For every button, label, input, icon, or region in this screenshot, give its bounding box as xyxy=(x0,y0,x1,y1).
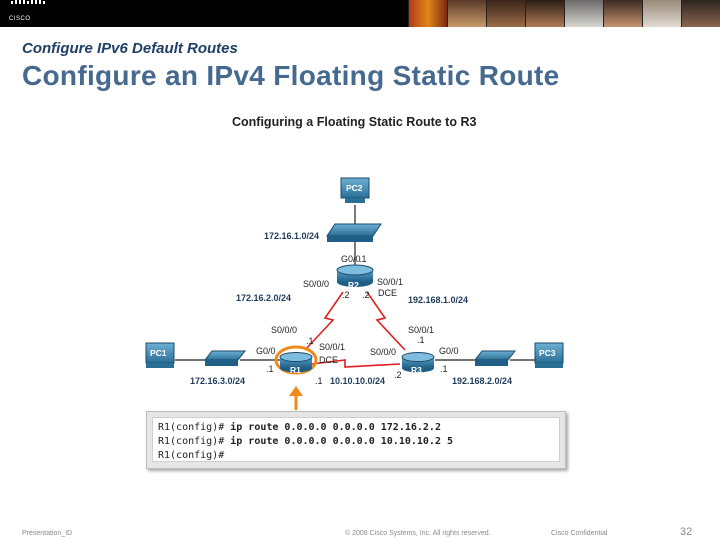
r3-s000-label: S0/0/0 xyxy=(370,347,396,357)
pc1-label: PC1 xyxy=(150,348,167,358)
pc3-icon: PC3 xyxy=(534,342,564,368)
r2-router-icon: R2 xyxy=(336,264,374,290)
net-label-pc3: 192.168.2.0/24 xyxy=(452,376,512,386)
r1-s000-label: S0/0/0 xyxy=(271,325,297,335)
net-label-pc2: 172.16.1.0/24 xyxy=(264,231,319,241)
r3-s001-label: S0/0/1 xyxy=(408,325,434,335)
cli-output: R1(config)# ip route 0.0.0.0 0.0.0.0 172… xyxy=(152,417,560,462)
r1-g00-label: G0/0 xyxy=(256,346,276,356)
r2-s001-label: S0/0/1 xyxy=(377,277,403,287)
net-label-r1-r2: 172.16.2.0/24 xyxy=(236,293,291,303)
cisco-logo: CISCO xyxy=(9,0,45,24)
r1-router-icon: R1 xyxy=(274,345,318,375)
slide-subtitle: Configure IPv6 Default Routes xyxy=(22,40,238,57)
cli-prompt: R1(config)# xyxy=(158,450,225,461)
pc3-label: PC3 xyxy=(539,348,556,358)
r2-s000-host: .2 xyxy=(342,290,350,300)
serial-link-r2-r3 xyxy=(366,291,406,351)
r2-g00-host: .1 xyxy=(359,254,367,264)
r2-s000-label: S0/0/0 xyxy=(303,279,329,289)
diagram-title: Configuring a Floating Static Route to R… xyxy=(232,115,477,129)
net-label-r2-r3: 192.168.1.0/24 xyxy=(408,295,468,305)
r2-dce-label: DCE xyxy=(378,288,397,298)
serial-link-r1-r3 xyxy=(311,359,401,368)
cli-line: R1(config)# xyxy=(158,450,224,461)
photo-banner xyxy=(408,0,720,27)
r3-g00-host: .1 xyxy=(440,364,448,374)
footer-copyright: © 2008 Cisco Systems, Inc. All rights re… xyxy=(345,530,491,537)
switch-left-icon xyxy=(203,350,247,366)
r3-router-icon: R3 xyxy=(401,352,435,375)
footer-confidential: Cisco Confidential xyxy=(551,530,608,537)
arrow-icon xyxy=(289,386,303,410)
r2-s001-host: .2 xyxy=(362,290,370,300)
footer-presentation-id: Presentation_ID xyxy=(22,530,73,537)
pc2-label: PC2 xyxy=(346,183,363,193)
pc1-icon: PC1 xyxy=(145,342,175,368)
cli-prompt: R1(config)# xyxy=(158,422,231,433)
header-bar: CISCO xyxy=(0,0,720,27)
cli-prompt: R1(config)# xyxy=(158,436,231,447)
r3-s000-host: .2 xyxy=(394,370,402,380)
pc2-icon: PC2 xyxy=(340,177,370,203)
r2-g00-label: G0/0 xyxy=(341,254,361,264)
cli-command: ip route 0.0.0.0 0.0.0.0 172.16.2.2 xyxy=(230,422,441,433)
switch-top-icon xyxy=(326,223,382,242)
r1-dce-label: DCE xyxy=(319,355,338,365)
r3-g00-label: G0/0 xyxy=(439,346,459,356)
switch-right-icon xyxy=(473,350,517,366)
r1-g00-host: .1 xyxy=(266,364,274,374)
page-number: 32 xyxy=(680,526,693,538)
net-label-r1-r3: 10.10.10.0/24 xyxy=(330,376,385,386)
r1-s001-label: S0/0/1 xyxy=(319,342,345,352)
net-label-pc1: 172.16.3.0/24 xyxy=(190,376,245,386)
cli-line: R1(config)# ip route 0.0.0.0 0.0.0.0 172… xyxy=(158,422,441,433)
cli-command: ip route 0.0.0.0 0.0.0.0 10.10.10.2 5 xyxy=(230,436,454,447)
slide-title: Configure an IPv4 Floating Static Route xyxy=(22,60,560,91)
serial-link-r1-r2 xyxy=(304,291,344,351)
cli-line: R1(config)# ip route 0.0.0.0 0.0.0.0 10.… xyxy=(158,436,453,447)
r1-s000-host: .1 xyxy=(306,336,314,346)
r3-label: R3 xyxy=(411,365,422,375)
r2-label: R2 xyxy=(348,280,359,290)
cisco-logo-text: CISCO xyxy=(9,16,31,22)
r1-s001-host: .1 xyxy=(315,376,323,386)
r1-label: R1 xyxy=(290,365,301,375)
r3-s001-host: .1 xyxy=(417,335,425,345)
cli-box: R1(config)# ip route 0.0.0.0 0.0.0.0 172… xyxy=(146,411,566,469)
